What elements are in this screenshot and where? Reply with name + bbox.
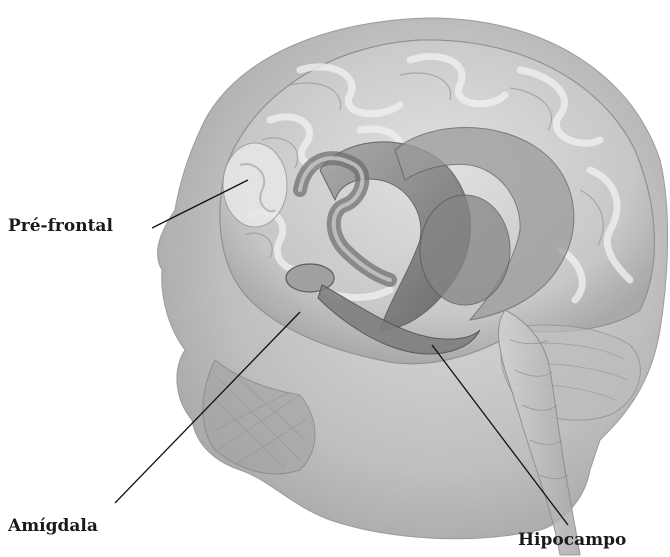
prefrontal-region bbox=[223, 143, 287, 227]
amygdala-label: Amígdala bbox=[8, 516, 98, 536]
thalamus bbox=[420, 195, 510, 305]
hippocampus-label: Hipocampo bbox=[518, 530, 626, 550]
prefrontal-label: Pré-frontal bbox=[8, 216, 113, 236]
